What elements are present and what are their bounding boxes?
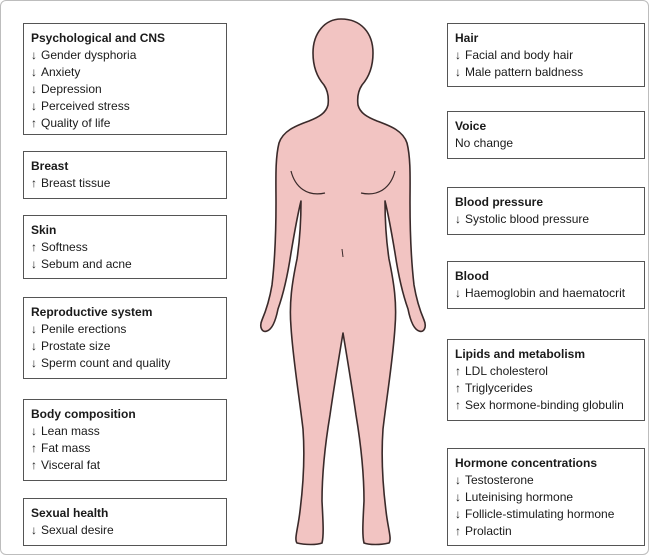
effect-line: ↓Haemoglobin and haematocrit (455, 285, 637, 302)
box-psychological-cns: Psychological and CNS ↓Gender dysphoria … (23, 23, 227, 135)
effect-line: ↑Visceral fat (31, 457, 219, 474)
box-lipids-metabolism: Lipids and metabolism ↑LDL cholesterol ↑… (447, 339, 645, 421)
effect-line: ↑Sex hormone-binding globulin (455, 397, 637, 414)
effect-line: ↓Penile erections (31, 321, 219, 338)
arrow-icon: ↓ (31, 81, 41, 98)
effect-line: ↑LDL cholesterol (455, 363, 637, 380)
arrow-icon: ↓ (31, 522, 41, 539)
effect-line: ↓Prostate size (31, 338, 219, 355)
effect-line: ↓Facial and body hair (455, 47, 637, 64)
arrow-icon: ↓ (31, 64, 41, 81)
effect-line: ↓Perceived stress (31, 98, 219, 115)
arrow-icon: ↓ (31, 256, 41, 273)
arrow-icon: ↑ (455, 397, 465, 414)
arrow-icon: ↓ (31, 98, 41, 115)
box-title: Hormone concentrations (455, 455, 637, 472)
arrow-icon: ↓ (31, 321, 41, 338)
box-skin: Skin ↑Softness ↓Sebum and acne (23, 215, 227, 279)
arrow-icon: ↓ (455, 285, 465, 302)
arrow-icon: ↓ (455, 64, 465, 81)
human-body-figure (243, 11, 443, 556)
effect-line: ↑Breast tissue (31, 175, 219, 192)
arrow-icon: ↓ (455, 506, 465, 523)
effect-line: ↓Male pattern baldness (455, 64, 637, 81)
box-hormone-concentrations: Hormone concentrations ↓Testosterone ↓Lu… (447, 448, 645, 546)
arrow-icon: ↓ (455, 489, 465, 506)
arrow-icon: ↓ (31, 423, 41, 440)
effect-line: ↑Softness (31, 239, 219, 256)
box-title: Reproductive system (31, 304, 219, 321)
effect-line: ↓Sexual desire (31, 522, 219, 539)
arrow-icon: ↑ (31, 175, 41, 192)
box-voice: Voice No change (447, 111, 645, 159)
box-title: Breast (31, 158, 219, 175)
effect-line: ↓Follicle-stimulating hormone (455, 506, 637, 523)
arrow-icon: ↑ (31, 440, 41, 457)
arrow-icon: ↑ (455, 380, 465, 397)
effect-line: ↑Fat mass (31, 440, 219, 457)
arrow-icon: ↓ (455, 47, 465, 64)
box-breast: Breast ↑Breast tissue (23, 151, 227, 199)
box-title: Hair (455, 30, 637, 47)
effect-line: No change (455, 135, 637, 152)
box-title: Psychological and CNS (31, 30, 219, 47)
box-title: Lipids and metabolism (455, 346, 637, 363)
arrow-icon: ↓ (455, 211, 465, 228)
arrow-icon: ↓ (31, 47, 41, 64)
effect-line: ↓Anxiety (31, 64, 219, 81)
arrow-icon: ↑ (31, 115, 41, 132)
effect-line: ↓Gender dysphoria (31, 47, 219, 64)
effect-line: ↑Prolactin (455, 523, 637, 540)
box-title: Voice (455, 118, 637, 135)
effect-line: ↑Quality of life (31, 115, 219, 132)
arrow-icon: ↑ (31, 239, 41, 256)
arrow-icon: ↑ (455, 523, 465, 540)
box-blood: Blood ↓Haemoglobin and haematocrit (447, 261, 645, 309)
effect-line: ↓Depression (31, 81, 219, 98)
arrow-icon: ↓ (31, 338, 41, 355)
effect-line: ↓Systolic blood pressure (455, 211, 637, 228)
effect-line: ↓Luteinising hormone (455, 489, 637, 506)
effect-line: ↓Sperm count and quality (31, 355, 219, 372)
box-reproductive-system: Reproductive system ↓Penile erections ↓P… (23, 297, 227, 379)
effect-line: ↓Lean mass (31, 423, 219, 440)
box-title: Skin (31, 222, 219, 239)
body-silhouette (261, 19, 425, 545)
box-title: Sexual health (31, 505, 219, 522)
box-body-composition: Body composition ↓Lean mass ↑Fat mass ↑V… (23, 399, 227, 481)
box-title: Body composition (31, 406, 219, 423)
effect-line: ↑Triglycerides (455, 380, 637, 397)
box-title: Blood pressure (455, 194, 637, 211)
box-title: Blood (455, 268, 637, 285)
box-hair: Hair ↓Facial and body hair ↓Male pattern… (447, 23, 645, 87)
arrow-icon: ↓ (31, 355, 41, 372)
effect-line: ↓Testosterone (455, 472, 637, 489)
arrow-icon: ↑ (455, 363, 465, 380)
arrow-icon: ↑ (31, 457, 41, 474)
arrow-icon: ↓ (455, 472, 465, 489)
box-blood-pressure: Blood pressure ↓Systolic blood pressure (447, 187, 645, 235)
box-sexual-health: Sexual health ↓Sexual desire (23, 498, 227, 546)
effect-line: ↓Sebum and acne (31, 256, 219, 273)
